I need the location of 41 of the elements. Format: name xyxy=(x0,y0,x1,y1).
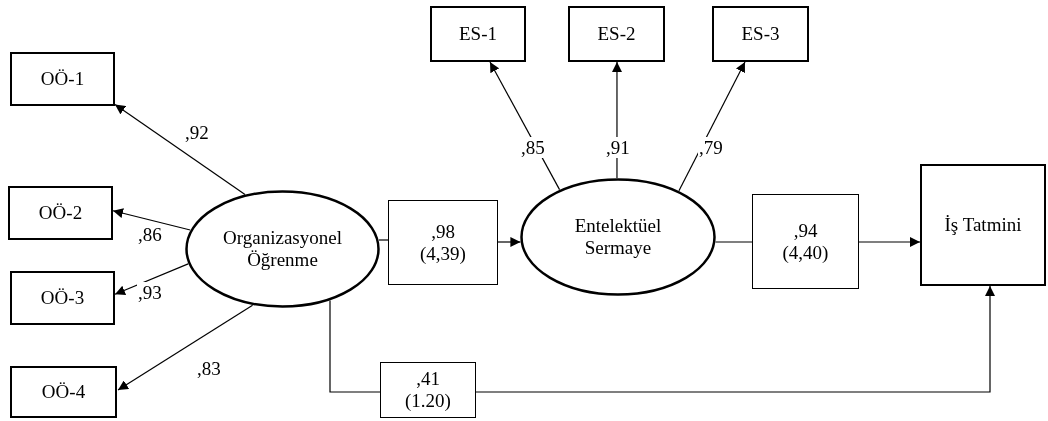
arrow xyxy=(114,263,189,296)
variable-label: ES-3 xyxy=(741,23,780,45)
variable-box xyxy=(430,6,526,62)
coefficient-text: ,98 (4,39) xyxy=(419,220,467,265)
arrow xyxy=(475,285,995,393)
edge-label: ,85 xyxy=(520,137,546,158)
edge-label: ,79 xyxy=(698,137,724,158)
arrow xyxy=(858,237,921,247)
variable-label: OÖ-4 xyxy=(41,381,86,403)
latent-variable-ellipse xyxy=(520,178,716,296)
variable-label: OÖ-3 xyxy=(40,287,85,309)
variable-box xyxy=(712,6,809,62)
variable-box xyxy=(568,6,665,62)
variable-box xyxy=(10,52,115,106)
arrow xyxy=(117,304,254,391)
edge-label: ,93 xyxy=(137,282,163,303)
variable-label: Entelektüel Sermaye xyxy=(573,215,663,259)
arrow xyxy=(114,103,246,196)
variable-box xyxy=(920,164,1046,286)
variable-label: ES-1 xyxy=(459,23,497,45)
coefficient-box xyxy=(388,200,498,285)
arrow xyxy=(497,237,521,247)
connector-line xyxy=(378,239,389,241)
variable-label: Organizasyonel Öğrenme xyxy=(222,227,343,271)
variable-label: ES-2 xyxy=(597,23,636,45)
variable-label: OÖ-1 xyxy=(40,68,85,90)
variable-box xyxy=(10,366,117,418)
coefficient-text: ,41 (1.20) xyxy=(404,368,452,412)
coefficient-text: ,94 (4,40) xyxy=(781,219,830,264)
arrow xyxy=(678,61,746,192)
connector-line xyxy=(715,241,753,243)
latent-variable-ellipse xyxy=(185,190,380,308)
variable-box xyxy=(8,186,113,240)
variable-label: İş Tatmini xyxy=(944,214,1022,236)
connector-line xyxy=(329,299,381,393)
coefficient-box xyxy=(380,362,476,418)
variable-box xyxy=(10,271,115,325)
arrow xyxy=(112,208,191,231)
coefficient-box xyxy=(752,194,859,289)
edge-label: ,91 xyxy=(605,137,631,158)
variable-label: OÖ-2 xyxy=(38,202,83,224)
